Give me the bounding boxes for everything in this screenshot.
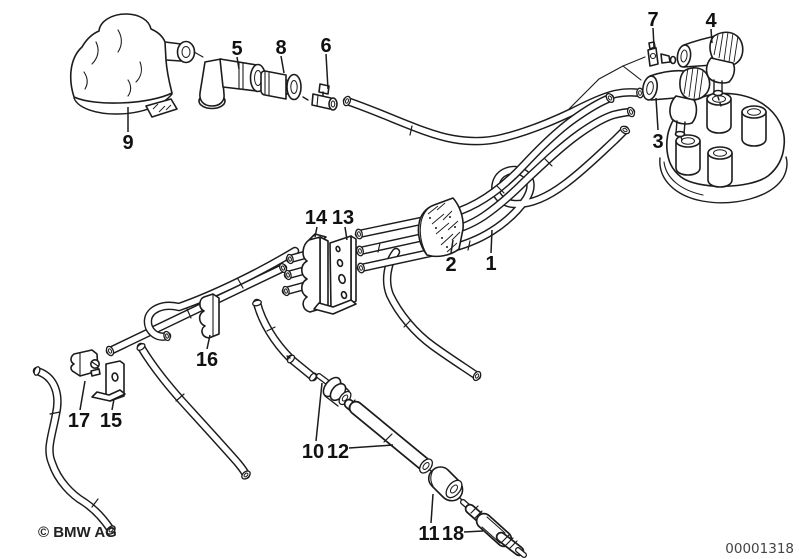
cap-tower-front	[707, 146, 733, 188]
leader-lines	[79, 27, 713, 533]
callout-17: 17	[68, 410, 90, 432]
callout-2: 2	[445, 254, 456, 276]
leader-15	[111, 398, 115, 411]
part-17-clip	[70, 349, 101, 377]
callout-7: 7	[647, 9, 658, 31]
part-5-plug-boot	[198, 58, 267, 110]
leader-1	[490, 229, 493, 254]
part-7-clip	[647, 41, 677, 67]
callout-9: 9	[122, 132, 133, 154]
part-2-cable-sleeve	[417, 197, 464, 258]
bundle-cable-3	[361, 130, 625, 268]
part-12-cable-tube	[349, 400, 434, 474]
part-6-connector	[311, 83, 338, 111]
callout-10: 10	[302, 441, 324, 463]
callout-6: 6	[320, 35, 331, 57]
cable-to-spark-plug	[257, 303, 291, 359]
cable-left-descending	[141, 347, 246, 475]
callout-16: 16	[196, 349, 218, 371]
leader-6	[325, 53, 329, 90]
cable-shading-ticks	[49, 125, 553, 508]
part-8-connector	[260, 70, 302, 101]
callout-4: 4	[705, 10, 717, 32]
leader-7	[652, 27, 655, 48]
leader-16	[206, 334, 211, 350]
part-16-cable-clip	[198, 293, 220, 339]
callout-5: 5	[231, 38, 242, 60]
leader-12	[348, 444, 394, 449]
cap-tower-right	[741, 105, 767, 147]
callout-14: 14	[305, 207, 328, 229]
part-14-cable-clip	[300, 233, 329, 313]
leader-18	[463, 530, 484, 533]
cable-ends	[33, 87, 644, 535]
leader-2	[450, 239, 454, 254]
callout-3: 3	[652, 131, 663, 153]
chain-connector-tube	[286, 354, 318, 382]
cable-swooping-center	[387, 252, 477, 376]
leader-11	[430, 493, 434, 524]
cable-top	[347, 92, 640, 141]
callout-13: 13	[332, 207, 354, 229]
document-number: 00001318	[725, 541, 794, 557]
part-13-bracket	[313, 235, 357, 315]
part-15-bracket	[91, 360, 126, 402]
copyright: © BMW AG	[38, 524, 117, 541]
part-11-ring	[427, 466, 464, 502]
leader-13	[344, 226, 348, 241]
callout-12: 12	[327, 441, 349, 463]
part-18-spark-plug	[463, 502, 524, 555]
leader-14	[314, 226, 318, 238]
leader-17	[79, 380, 86, 411]
callout-18: 18	[442, 523, 464, 545]
part-9-distributor-boot	[69, 13, 204, 118]
callout-labels: 1 2 3 4 5 6 7 8 9 10 11 12 13 14 15 16 1…	[68, 9, 718, 545]
callout-8: 8	[275, 37, 286, 59]
leader-3	[655, 97, 659, 131]
leader-8	[280, 55, 285, 74]
part-4-coil-boot	[676, 31, 744, 107]
leader-10	[315, 382, 323, 442]
part-3-plug-boot	[641, 66, 711, 141]
callout-15: 15	[100, 410, 122, 432]
leader-4	[710, 28, 713, 44]
cap-tower-left	[675, 134, 701, 176]
exploded-alignment-lines	[568, 56, 646, 110]
callout-11: 11	[418, 523, 439, 545]
callout-1: 1	[485, 253, 496, 275]
leader-5	[236, 56, 240, 70]
